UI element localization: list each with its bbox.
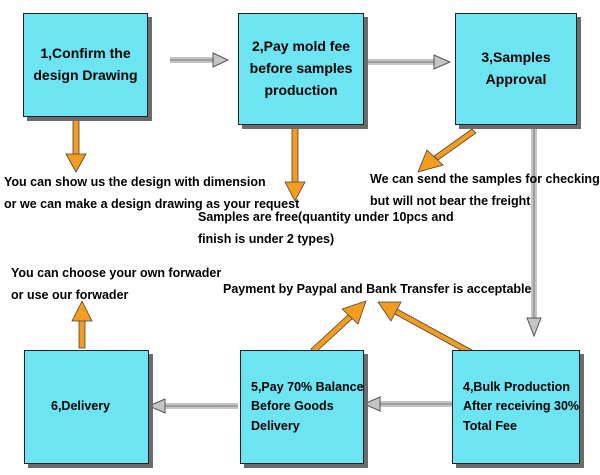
- step-5-line-3: Delivery: [251, 418, 300, 433]
- step-3-box: 3,Samples Approval: [455, 13, 577, 125]
- step-1-line-2: design Drawing: [33, 67, 138, 83]
- samples-free-note-line-1: Samples are free(quantity under 10pcs an…: [198, 210, 454, 224]
- arrow-step1-to-step2: [170, 52, 230, 68]
- samples-free-note-line-2: finish is under 2 types): [198, 232, 335, 246]
- step-4-line-1: 4,Bulk Production: [463, 379, 570, 394]
- step-2-line-2: before samples: [249, 60, 353, 77]
- arrow-step1-to-design-note: [65, 116, 87, 173]
- step-6-box: 6,Delivery: [24, 350, 149, 464]
- payment-note: Payment by Paypal and Bank Transfer is a…: [223, 278, 531, 300]
- samples-check-note-line-2: but will not bear the freight: [370, 194, 531, 208]
- arrow-step5-to-step6: [147, 398, 238, 414]
- samples-check-note-line-1: We can send the samples for checking,: [370, 172, 600, 186]
- design-note-line-1: You can show us the design with dimensio…: [4, 175, 266, 189]
- step-1-line-1: 1,Confirm the: [40, 45, 131, 62]
- arrow-step3-to-samples-check-note: [417, 128, 477, 173]
- step-4-box: 4,Bulk Production After receiving 30% To…: [452, 350, 580, 464]
- samples-check-note: We can send the samples for checking, bu…: [370, 168, 600, 212]
- step-5-line-2: Before Goods: [251, 399, 334, 414]
- arrow-step3-to-step4: [526, 125, 542, 338]
- samples-free-note: Samples are free(quantity under 10pcs an…: [198, 206, 454, 250]
- step-3-line-2: Approval: [485, 71, 547, 87]
- arrow-step5-to-payment-note: [310, 300, 367, 354]
- step-4-line-2: After receiving 30%: [463, 399, 580, 414]
- arrow-step2-to-step3: [364, 54, 452, 70]
- step-2-line-3: production: [264, 81, 338, 98]
- step-5-box: 5,Pay 70% Balance Before Goods Delivery: [240, 350, 364, 464]
- arrow-step6-to-forwarder-note: [71, 300, 93, 349]
- forwarder-note-line-2: or use our forwader: [11, 288, 129, 302]
- step-2-box: 2,Pay mold fee before samples production: [238, 13, 364, 125]
- step-5-line-1: 5,Pay 70% Balance: [251, 379, 364, 394]
- step-2-line-1: 2,Pay mold fee: [251, 38, 351, 55]
- forwarder-note: You can choose your own forwader or use …: [11, 262, 221, 306]
- arrow-step2-to-samples-free-note: [284, 124, 306, 202]
- step-1-box: 1,Confirm the design Drawing: [23, 13, 148, 117]
- step-6-line-1: 6,Delivery: [51, 399, 111, 414]
- forwarder-note-line-1: You can choose your own forwader: [11, 266, 222, 280]
- design-note: You can show us the design with dimensio…: [4, 171, 299, 215]
- arrow-step4-to-step5: [362, 396, 452, 412]
- step-4-line-3: Total Fee: [463, 418, 517, 433]
- arrow-step4-to-payment-note: [377, 301, 473, 355]
- step-3-line-1: 3,Samples: [481, 49, 551, 66]
- design-note-line-2: or we can make a design drawing as your …: [4, 197, 300, 211]
- payment-note-line-1: Payment by Paypal and Bank Transfer is a…: [223, 282, 532, 296]
